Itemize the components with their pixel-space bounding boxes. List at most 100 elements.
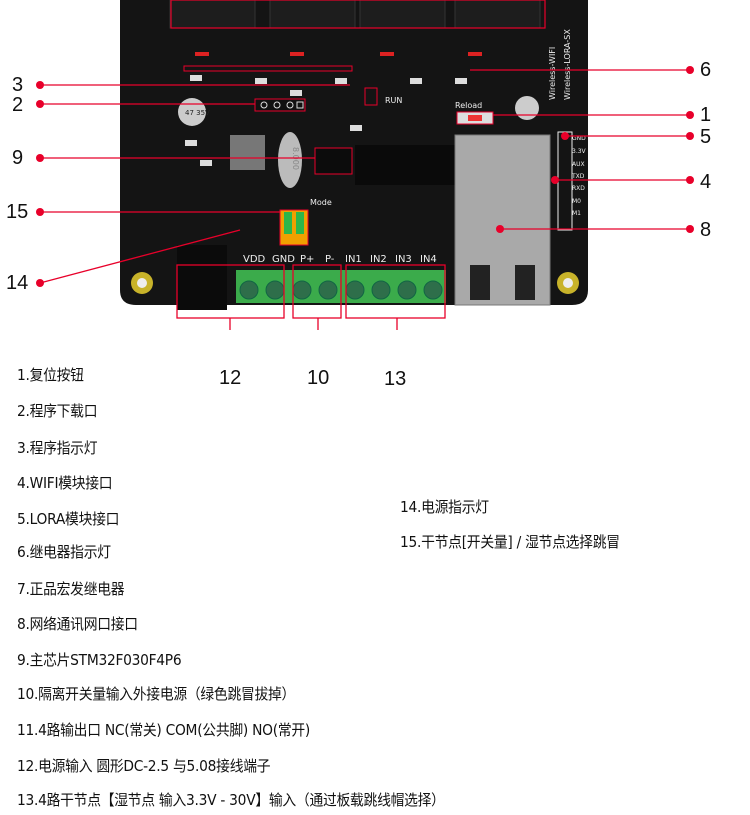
pcb-detail	[454, 0, 541, 29]
legend-item: 14.电源指示灯	[400, 498, 489, 516]
pcb-detail	[292, 264, 342, 319]
pcb-detail	[359, 0, 446, 29]
pcb-detail: IN2	[370, 254, 387, 265]
pcb-detail	[137, 278, 147, 288]
pcb-detail: TXD	[571, 173, 585, 180]
legend-item: 2.程序下载口	[17, 402, 98, 420]
pcb-detail	[496, 225, 504, 233]
pcb-detail	[290, 90, 302, 96]
pcb-detail	[350, 125, 362, 131]
pcb-detail	[195, 52, 209, 56]
legend-item: 11.4路输出口 NC(常关) COM(公共脚) NO(常开)	[17, 721, 310, 739]
ethernet-port	[454, 134, 551, 306]
pcb-detail: P+	[300, 254, 314, 265]
pcb-detail	[345, 264, 446, 319]
callout-9: 9	[12, 147, 24, 169]
run-led-box	[364, 87, 378, 106]
pcb-detail	[470, 265, 490, 300]
lora-silk: Wireless-LORA-SX	[563, 29, 572, 100]
pcb-detail	[36, 100, 44, 108]
pcb-detail	[190, 75, 202, 81]
pcb-detail	[335, 78, 347, 84]
pcb-detail	[296, 101, 304, 109]
crystal	[278, 132, 302, 188]
pcb-detail	[371, 280, 391, 300]
pcb-detail	[686, 176, 694, 184]
pcb-detail: GND	[572, 135, 586, 142]
pcb-detail: AUX	[572, 161, 585, 168]
callout-14: 14	[6, 272, 29, 294]
run-label: RUN	[385, 96, 402, 105]
legend-item: 5.LORA模块接口	[17, 510, 120, 528]
legend-item: 12.电源输入 圆形DC-2.5 与5.08接线端子	[17, 757, 271, 775]
callout-6: 6	[700, 59, 712, 81]
pcb-detail	[563, 278, 573, 288]
pcb-detail	[239, 280, 259, 300]
pcb-detail	[686, 132, 694, 140]
pcb-detail: IN3	[395, 254, 412, 265]
callout-10: 10	[307, 367, 330, 389]
callout-15: 15	[6, 201, 29, 223]
pcb-detail	[561, 132, 569, 140]
legend-item: 3.程序指示灯	[17, 439, 98, 457]
relays	[169, 0, 541, 29]
callout-8: 8	[700, 219, 712, 241]
mcu-chip	[314, 147, 353, 175]
relay-led-box	[183, 65, 353, 72]
callout-5: 5	[700, 126, 712, 148]
pcb-detail	[185, 140, 197, 146]
legend-item: 6.继电器指示灯	[17, 543, 111, 561]
pcb-detail	[318, 280, 338, 300]
legend-item: 10.隔离开关量输入外接电源（绿色跳冒拔掉）	[17, 685, 296, 703]
legend-item: 1.复位按钮	[17, 366, 84, 384]
callout-dots	[36, 66, 694, 287]
pcb-detail	[551, 176, 559, 184]
pcb-detail	[200, 160, 212, 166]
pcb-detail: M1	[572, 210, 581, 217]
pcb-detail	[423, 280, 443, 300]
dc-jack	[177, 245, 227, 310]
callout-lines	[39, 69, 690, 330]
pcb-detail	[169, 0, 256, 29]
callout-4: 4	[700, 171, 712, 193]
legend-item: 13.4路干节点【湿节点 输入3.3V - 30V】输入（通过板载跳线帽选择）	[17, 791, 445, 809]
pcb-detail	[292, 280, 312, 300]
terminal-screws	[239, 280, 443, 300]
pcb-detail: RXD	[572, 185, 585, 192]
pcb-detail: VDD	[243, 254, 266, 265]
pcb-detail: GND	[272, 254, 295, 265]
capacitor-label: 47 35V	[185, 109, 210, 117]
mode-label: Mode	[310, 198, 332, 207]
pcb-detail	[455, 78, 467, 84]
wifi-silk: Wireless-WIFI	[548, 47, 557, 100]
pcb-detail	[686, 225, 694, 233]
callout-3: 3	[12, 74, 24, 96]
legend-item: 8.网络通讯网口接口	[17, 615, 138, 633]
reload-label: Reload	[455, 101, 482, 110]
pcb-detail	[260, 101, 304, 109]
pcb-detail: 3.3V	[572, 148, 587, 155]
pcb-detail	[468, 52, 482, 56]
pcb-detail	[686, 66, 694, 74]
pcb-photo: 47 35V RUN 8.000 Reload GND 3.3V AUX TXD…	[36, 0, 694, 330]
pcb-detail	[286, 101, 294, 109]
pcb-detail	[36, 279, 44, 287]
pcb-detail	[515, 265, 535, 300]
callout-13: 13	[384, 368, 407, 390]
relay-highlight-box	[170, 0, 546, 29]
legend-item: 9.主芯片STM32F030F4P6	[17, 651, 182, 669]
pcb-detail	[269, 0, 356, 29]
optocouplers	[355, 145, 455, 185]
pcb-detail	[355, 145, 455, 185]
pcb-detail	[284, 212, 292, 234]
relay-leds	[195, 52, 482, 56]
pcb-detail	[36, 208, 44, 216]
pcb-detail	[468, 115, 482, 121]
pcb-detail: P-	[325, 254, 335, 265]
legend-item: 7.正品宏发继电器	[17, 580, 125, 598]
callout-1: 1	[700, 104, 712, 126]
pcb-detail: IN1	[345, 254, 362, 265]
pcb-detail	[290, 52, 304, 56]
legend-item: 4.WIFI模块接口	[17, 474, 113, 492]
pcb-detail	[36, 81, 44, 89]
